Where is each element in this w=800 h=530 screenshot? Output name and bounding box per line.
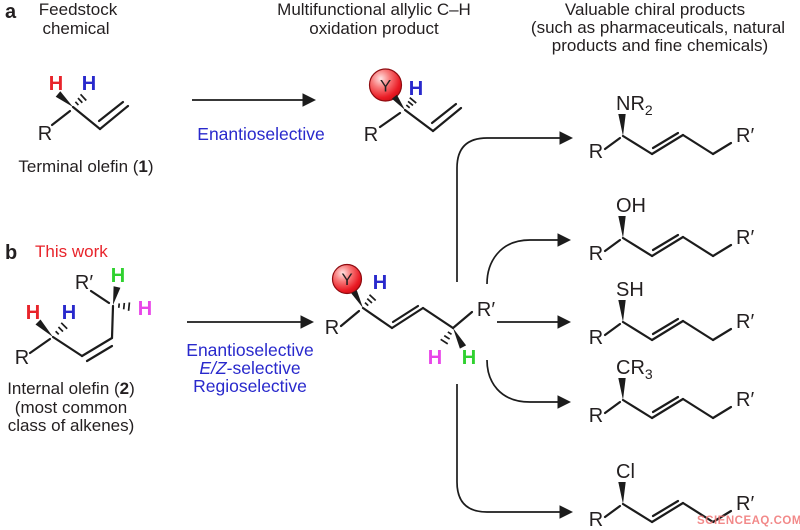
wedge-bond (351, 290, 363, 308)
product-skeleton (603, 131, 733, 156)
r-group-label: R (325, 317, 339, 339)
product-skeleton (603, 499, 733, 524)
valuable-header-line1: Valuable chiral products (565, 0, 745, 19)
product-row-4: Cl R R′ (589, 461, 755, 530)
r-group-label: R (589, 405, 603, 427)
watermark: SCIENCEAQ.COM (697, 515, 800, 527)
r-prime-label: R′ (736, 311, 754, 333)
magenta-h-label: H (138, 298, 152, 320)
chiral-product-rows: NR2 R R′ OH R R (589, 93, 755, 530)
r-group-label: R (589, 509, 603, 530)
this-work-tag: This work (35, 242, 108, 261)
internal-olefin-caption3: class of alkenes) (8, 416, 135, 435)
wedge-bond (618, 378, 626, 400)
branch-arrows (456, 131, 574, 519)
r-prime-label: R′ (736, 389, 754, 411)
r-group-label: R (589, 327, 603, 349)
wedge-bond (55, 91, 73, 107)
wedge-bond (453, 328, 467, 349)
green-h-label: H (462, 347, 476, 369)
wedge-bond (113, 286, 121, 305)
blue-h-label: H (373, 272, 387, 294)
product-skeleton (603, 233, 733, 258)
internal-olefin-caption2: (most common (15, 398, 127, 417)
product-skeleton (603, 395, 733, 420)
product-header-line1: Multifunctional allylic C–H (277, 0, 471, 19)
y-ball-icon (368, 68, 403, 102)
terminal-olefin-structure: H H R (38, 73, 130, 145)
y-ball-icon (331, 263, 363, 295)
valuable-header-line2: (such as pharmaceuticals, natural (531, 18, 785, 37)
blue-h-label: H (82, 73, 96, 95)
feedstock-header-line1: Feedstock (39, 0, 118, 19)
product-header-line2: oxidation product (309, 19, 439, 38)
internal-olefin-caption1: Internal olefin (2) (7, 379, 135, 398)
r-prime-label: R′ (736, 227, 754, 249)
r-prime-label: R′ (736, 125, 754, 147)
hash-bond (440, 331, 453, 345)
wedge-bond (618, 114, 626, 136)
arrow-to-amine (456, 131, 574, 282)
ez-selective-label: E/Z-selective (199, 358, 300, 378)
r-group-label: R (364, 124, 378, 146)
hash-bond (364, 294, 377, 307)
arrow-to-alcohol (486, 233, 572, 285)
product-substituent-label: NR2 (616, 93, 653, 118)
panel-a-letter: a (5, 1, 17, 23)
skeleton (28, 289, 115, 363)
hash-bond (117, 302, 131, 311)
enantioselective-label-b: Enantioselective (186, 340, 313, 360)
r-prime-label: R′ (736, 493, 754, 515)
r-group-label: R (589, 141, 603, 163)
arrow-to-alkyl (486, 359, 572, 409)
magenta-h-label: H (428, 347, 442, 369)
r-group-label: R (15, 347, 29, 369)
allylic-product-b: Y H R R′ H H (325, 263, 495, 369)
blue-h-label: H (409, 78, 423, 100)
wedge-bond (618, 300, 626, 322)
product-row-1: OH R R′ (589, 195, 755, 265)
r-group-label: R (589, 243, 603, 265)
product-substituent-label: CR3 (616, 357, 653, 382)
r-prime-label: R′ (477, 299, 495, 321)
red-h-label: H (49, 73, 63, 95)
product-substituent-label: SH (616, 279, 644, 301)
skeleton (339, 304, 474, 330)
product-row-2: SH R R′ (589, 279, 755, 349)
allylic-product-a: Y H R (364, 68, 463, 146)
product-substituent-label: Cl (616, 461, 635, 483)
wedge-bond (618, 482, 626, 504)
panel-b-letter: b (5, 242, 17, 264)
r-group-label: R (38, 123, 52, 145)
r-prime-label: R′ (75, 272, 93, 294)
hash-bond (55, 322, 68, 335)
y-label: Y (380, 77, 391, 96)
product-row-3: CR3 R R′ (589, 357, 755, 427)
wedge-bond (391, 94, 405, 110)
enantioselective-label-a: Enantioselective (197, 124, 324, 144)
y-label: Y (341, 270, 352, 289)
valuable-header-line3: products and fine chemicals) (552, 36, 768, 55)
hash-bond (405, 97, 417, 109)
wedge-bond (618, 216, 626, 238)
product-skeleton (603, 317, 733, 342)
terminal-olefin-caption: Terminal olefin (1) (18, 157, 153, 176)
internal-olefin-structure: R′ H H H H R (15, 265, 152, 369)
regioselective-label: Regioselective (193, 376, 307, 396)
feedstock-header-line2: chemical (42, 19, 109, 38)
arrow-to-chloride (456, 384, 574, 519)
product-row-0: NR2 R R′ (589, 93, 755, 163)
blue-h-label: H (62, 302, 76, 324)
wedge-bond (35, 319, 53, 337)
skeleton (378, 102, 463, 133)
product-substituent-label: OH (616, 195, 646, 217)
red-h-label: H (26, 302, 40, 324)
green-h-label: H (111, 265, 125, 287)
skeleton (50, 100, 130, 131)
hash-bond (74, 93, 87, 106)
